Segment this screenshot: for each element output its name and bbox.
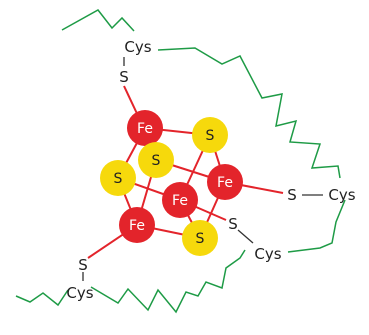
label-right-cys: Cys <box>328 186 355 204</box>
chain-bottom <box>90 249 246 314</box>
label-lower-s: S <box>228 215 238 233</box>
svg-text:Fe: Fe <box>137 121 153 137</box>
label-top-s: S <box>119 68 129 86</box>
iron-atom-top: Fe <box>127 110 163 146</box>
svg-text:Fe: Fe <box>129 218 145 234</box>
protein-chain <box>15 9 346 314</box>
label-top-cys: Cys <box>124 38 151 56</box>
ligand-lines <box>82 57 323 281</box>
iron-atom-right: Fe <box>207 164 243 200</box>
label-bottom-cys: Cys <box>66 284 93 302</box>
svg-text:Fe: Fe <box>172 193 188 209</box>
sulfur-atom-left: S <box>100 160 136 196</box>
bond-lower-s-cys <box>237 229 254 244</box>
chain-right-lower <box>287 199 346 253</box>
label-bottom-s: S <box>78 256 88 274</box>
svg-text:S: S <box>114 171 123 187</box>
iron-atom-left: Fe <box>119 207 155 243</box>
chain-bottom-left <box>15 289 69 307</box>
sulfur-atom-top-right: S <box>192 117 228 153</box>
iron-atom-center: Fe <box>162 182 198 218</box>
chain-top-left <box>61 9 135 32</box>
svg-text:S: S <box>206 128 215 144</box>
svg-text:S: S <box>152 153 161 169</box>
svg-text:Fe: Fe <box>217 175 233 191</box>
chain-right-loop <box>157 47 341 179</box>
label-lower-cys: Cys <box>254 245 281 263</box>
sulfur-atom-center: S <box>138 142 174 178</box>
sulfur-atom-bottom-right: S <box>182 220 218 256</box>
svg-text:S: S <box>196 231 205 247</box>
label-right-s: S <box>287 186 297 204</box>
